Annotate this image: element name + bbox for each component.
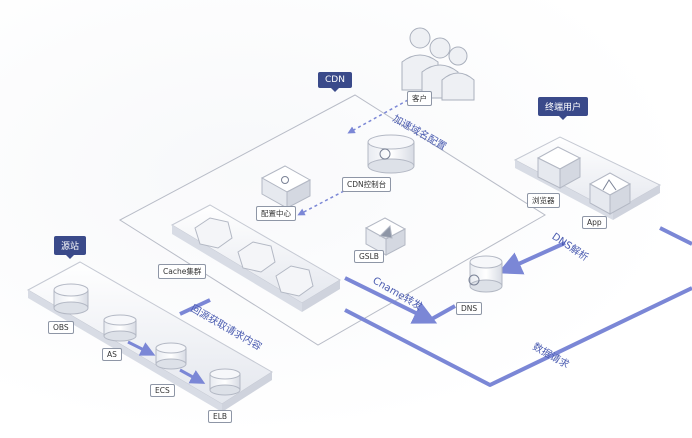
gslb-label: GSLB xyxy=(354,250,384,263)
cdn-console-icon xyxy=(367,134,415,174)
origin-connectors xyxy=(127,340,206,384)
as-icon xyxy=(103,314,137,342)
customer-icon xyxy=(401,27,475,101)
obs-icon xyxy=(53,283,89,315)
app-label: App xyxy=(582,216,607,229)
cdn-zone-outline xyxy=(119,94,546,346)
gslb-icon xyxy=(364,217,407,256)
cdn-console-label: CDN控制台 xyxy=(342,177,392,192)
dns-icon xyxy=(468,255,503,293)
obs-label: OBS xyxy=(48,321,74,334)
cache-cluster-label: Cache集群 xyxy=(158,264,207,279)
elb-icon xyxy=(209,368,241,396)
origin-zone-tag: 源站 xyxy=(54,236,87,259)
ecs-icon xyxy=(155,342,187,370)
cdn-zone-tag: CDN xyxy=(318,72,352,92)
dns-label: DNS xyxy=(456,302,483,315)
customer-label: 客户 xyxy=(407,91,432,106)
cache-servers xyxy=(194,217,314,297)
flow-lines xyxy=(179,226,692,387)
elb-label: ELB xyxy=(208,410,233,423)
app-icon xyxy=(588,172,632,215)
origin-platform xyxy=(26,261,273,412)
config-center-icon xyxy=(260,165,312,209)
as-label: AS xyxy=(102,348,122,361)
config-center-label: 配置中心 xyxy=(256,206,296,221)
ecs-label: ECS xyxy=(150,384,175,397)
browser-label: 浏览器 xyxy=(527,193,560,208)
enduser-zone-tag: 终端用户 xyxy=(538,97,589,120)
browser-icon xyxy=(536,146,582,189)
